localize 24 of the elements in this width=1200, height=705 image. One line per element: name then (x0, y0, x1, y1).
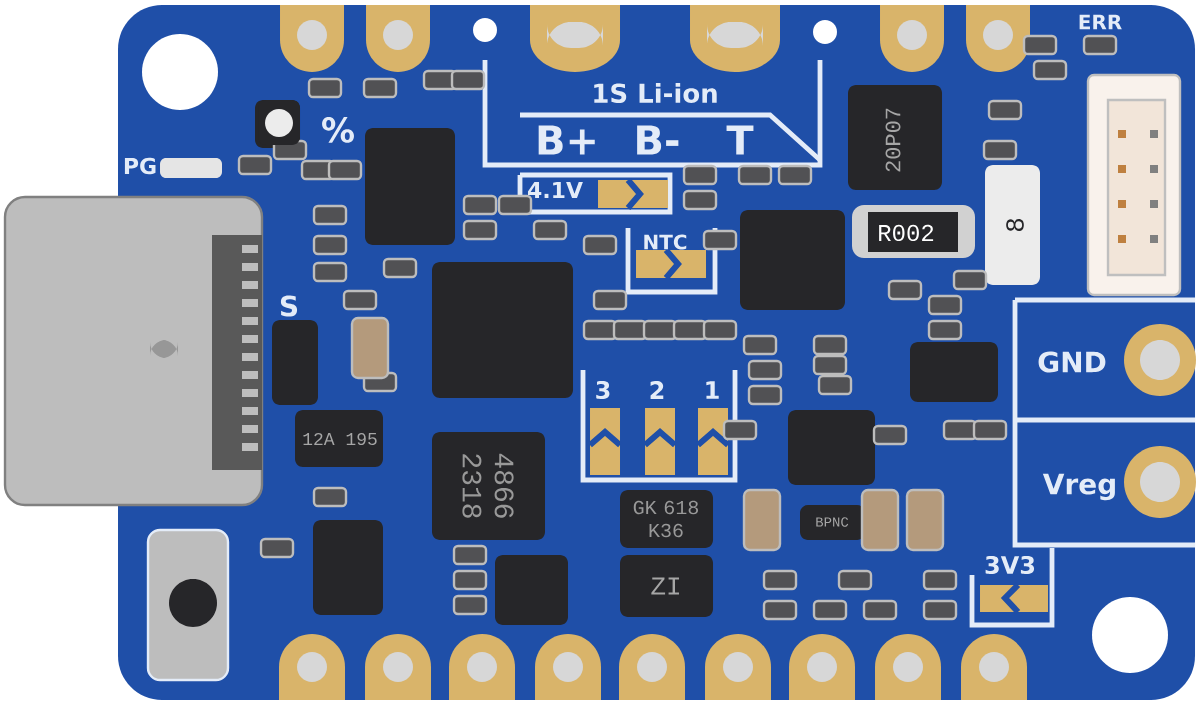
silkscreen-label: GND (1038, 351, 1106, 373)
silkscreen-label: 1 (706, 381, 719, 399)
silkscreen-label: 2 (650, 381, 664, 399)
resistor-marking: 8 (1006, 218, 1024, 232)
silkscreen-label: T (726, 125, 754, 155)
chip-marking: GK 618 K36 (633, 500, 698, 538)
chip-marking: 4866 2318 (462, 453, 514, 518)
silkscreen-label: PG (124, 157, 156, 175)
chip-marking: 12A 195 (303, 432, 377, 446)
silkscreen-label: 4.1V (528, 182, 583, 198)
silkscreen-label: 3 (596, 380, 610, 400)
silkscreen-label: 3V3 (985, 555, 1035, 575)
silkscreen-label: % (322, 117, 354, 143)
silkscreen-label: B- (637, 125, 679, 155)
silkscreen-label: S (280, 295, 298, 317)
chip-marking: BPNC (816, 517, 849, 527)
silkscreen-label: Vreg (1042, 473, 1115, 501)
silkscreen-label: B+ (538, 125, 595, 155)
silkscreen-label: 1S Li-ion (594, 82, 717, 104)
silkscreen-label: NTC (644, 234, 687, 250)
resistor-marking: R002 (879, 224, 934, 242)
chip-marking: ZI (651, 577, 679, 595)
silkscreen-label: ERR (1079, 14, 1122, 30)
chip-marking: 20P07 (885, 108, 901, 172)
